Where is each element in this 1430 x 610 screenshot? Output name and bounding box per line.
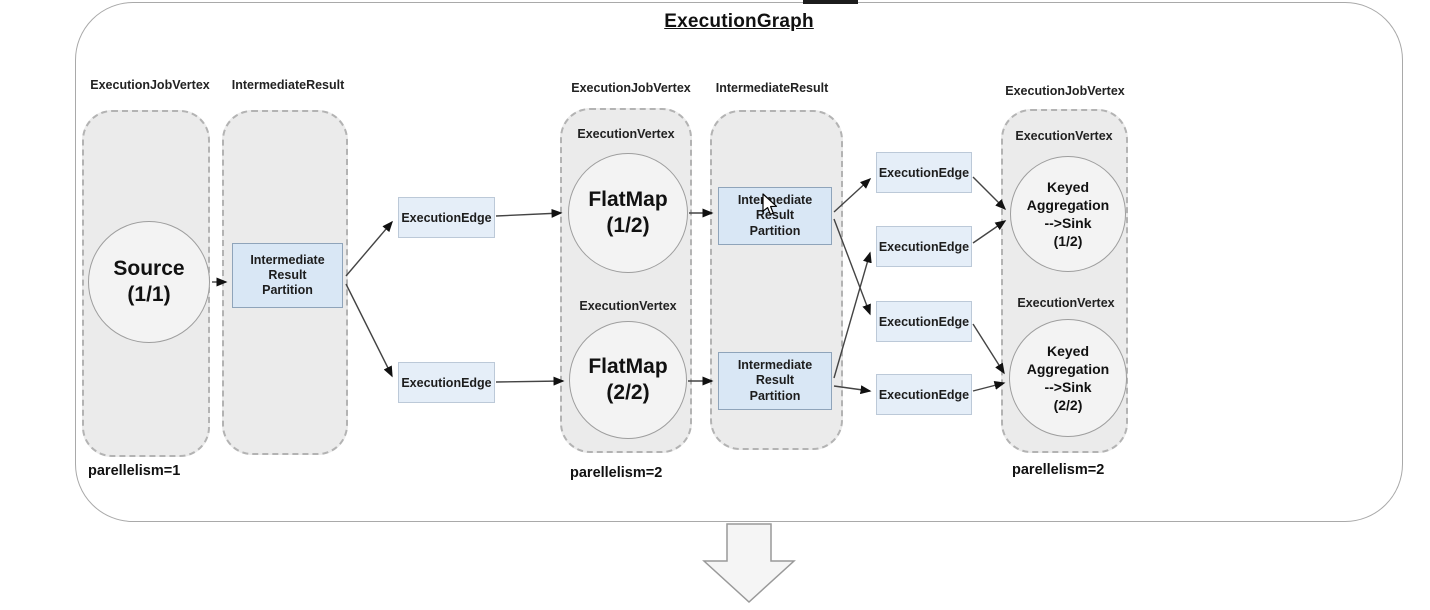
vertex-label-sink-2: ExecutionVertex [1017, 296, 1115, 310]
group-label-execution-job-vertex-source: ExecutionJobVertex [90, 78, 210, 92]
node-flatmap-1: FlatMap (1/2) [568, 153, 688, 273]
group-label-execution-job-vertex-sink: ExecutionJobVertex [1005, 84, 1125, 98]
down-arrow [702, 523, 796, 604]
parallelism-label-sink: parellelism=2 [1012, 462, 1105, 478]
page-title: ExecutionGraph [664, 11, 814, 32]
execution-edge-box-6: ExecutionEdge [876, 374, 972, 415]
node-keyed-aggregation-sink-1: Keyed Aggregation -->Sink (1/2) [1010, 156, 1126, 272]
vertex-label-sink-1: ExecutionVertex [1015, 129, 1113, 143]
group-label-intermediate-result-1: IntermediateResult [231, 78, 345, 92]
node-keyed-aggregation-sink-2: Keyed Aggregation -->Sink (2/2) [1009, 319, 1127, 437]
vertex-label-flatmap-1: ExecutionVertex [577, 127, 675, 141]
execution-edge-box-2: ExecutionEdge [398, 362, 495, 403]
group-label-execution-job-vertex-flatmap: ExecutionJobVertex [571, 81, 691, 95]
execution-edge-box-5: ExecutionEdge [876, 301, 972, 342]
node-flatmap-2: FlatMap (2/2) [569, 321, 687, 439]
top-edge-mark [803, 0, 858, 4]
parallelism-label-flatmap: parellelism=2 [570, 465, 663, 481]
group-label-intermediate-result-2: IntermediateResult [715, 81, 829, 95]
mouse-cursor-icon [762, 193, 778, 215]
execution-edge-box-4: ExecutionEdge [876, 226, 972, 267]
parallelism-label-source: parellelism=1 [88, 463, 181, 479]
vertex-label-flatmap-2: ExecutionVertex [579, 299, 677, 313]
intermediate-result-partition-3: Intermediate Result Partition [718, 352, 832, 410]
node-source: Source (1/1) [88, 221, 210, 343]
execution-edge-box-3: ExecutionEdge [876, 152, 972, 193]
intermediate-result-partition-2: Intermediate Result Partition [718, 187, 832, 245]
intermediate-result-partition-1: Intermediate Result Partition [232, 243, 343, 308]
execution-edge-box-1: ExecutionEdge [398, 197, 495, 238]
